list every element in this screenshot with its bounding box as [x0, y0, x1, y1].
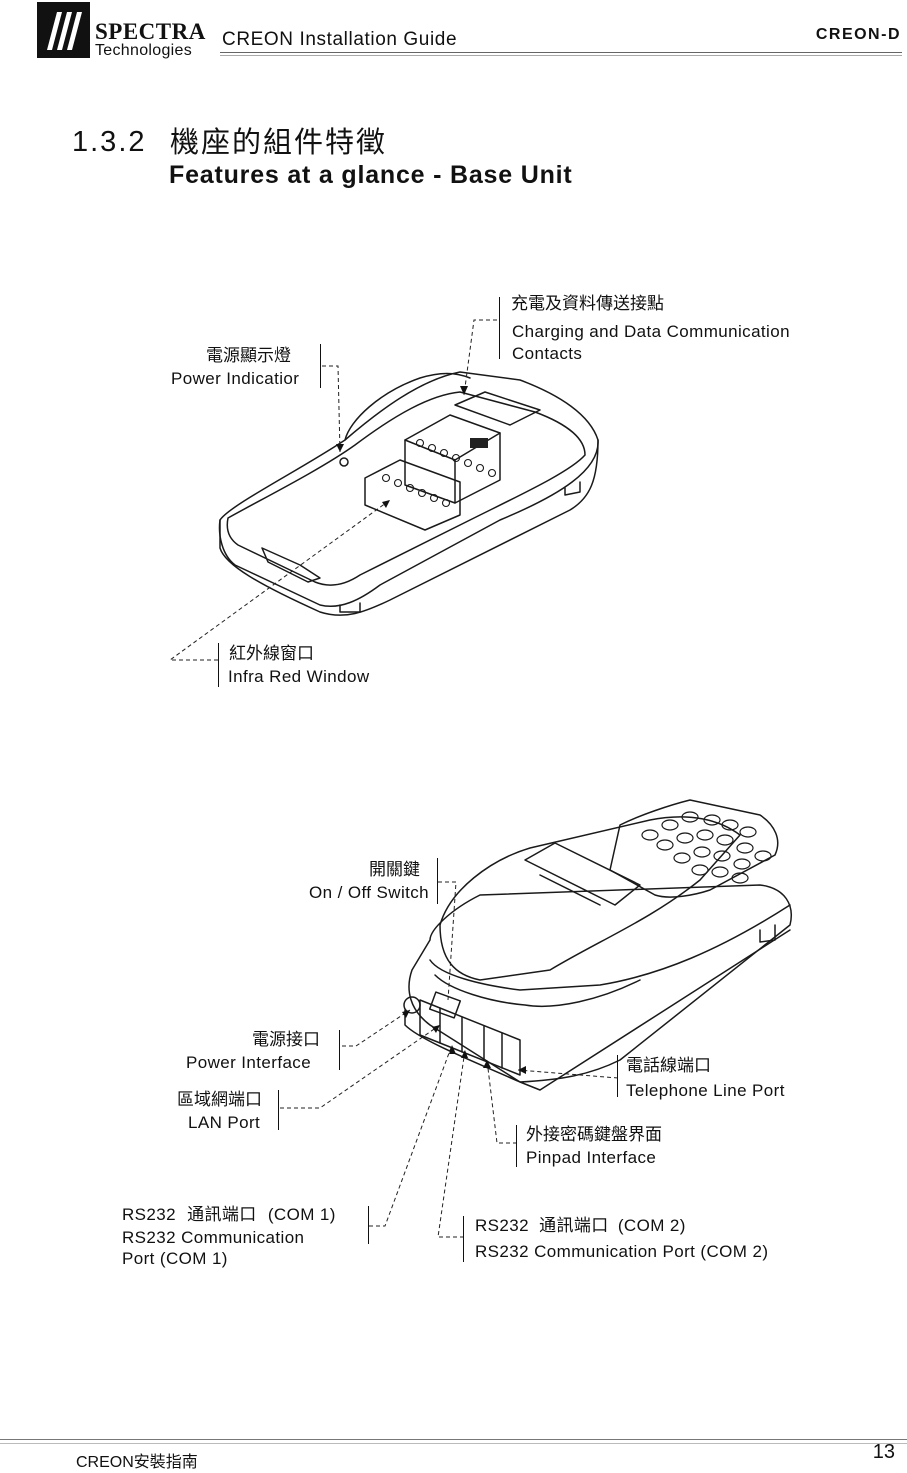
label-bar-telephone: [617, 1055, 618, 1097]
com1-prefix: RS232: [122, 1205, 176, 1224]
label-bar-ir: [218, 643, 219, 687]
page-number: 13: [872, 1441, 895, 1463]
power-interface-label-zh: 電源接口: [252, 1030, 320, 1050]
com1-label-zh-line: RS232 通訊端口 (COM 1): [122, 1206, 336, 1224]
section-number: 1.3.2: [72, 126, 147, 158]
label-bar-pinpad: [516, 1125, 517, 1167]
label-bar-power-interface: [339, 1030, 340, 1070]
leader-switch: [438, 881, 457, 1001]
com1-zh: 通訊端口: [187, 1205, 257, 1225]
lan-label-zh: 區域網端口: [177, 1090, 262, 1110]
contact-pins: [381, 438, 497, 508]
document-title: CREON Installation Guide: [222, 29, 458, 50]
section-title-zh: 機座的組件特徵: [170, 125, 388, 159]
com2-prefix: RS232: [475, 1216, 529, 1235]
label-bar-com2: [463, 1216, 464, 1262]
power-indicator-label-zh: 電源顯示燈: [206, 346, 291, 366]
com1-label-en-2: Port (COM 1): [122, 1249, 228, 1268]
footer-title: CREON安裝指南: [76, 1454, 198, 1471]
brand-subtitle: Technologies: [95, 42, 192, 59]
header-rule-2: [220, 55, 902, 56]
leader-com2: [437, 1049, 466, 1238]
pinpad-label-en: Pinpad Interface: [526, 1148, 657, 1167]
header-rule: [220, 52, 902, 53]
lan-label-en: LAN Port: [188, 1113, 261, 1132]
leader-power-interface: [342, 1009, 411, 1047]
leader-power-indicator: [322, 365, 341, 453]
com1-suffix: (COM 1): [267, 1205, 336, 1224]
leader-com1: [369, 1044, 453, 1227]
model-name: CREON-D: [815, 26, 901, 43]
label-bar-lan: [278, 1090, 279, 1130]
footer-rule: [0, 1439, 907, 1440]
com2-suffix: (COM 2): [617, 1216, 686, 1235]
telephone-label-en: Telephone Line Port: [626, 1081, 785, 1100]
label-bar-contacts: [499, 297, 500, 359]
leader-ir-window: [168, 499, 391, 661]
power-interface-label-en: Power Interface: [186, 1053, 312, 1072]
pinpad-label-zh: 外接密碼鍵盤界面: [526, 1125, 662, 1145]
footer-zh: 安裝指南: [133, 1452, 198, 1471]
contacts-label-en-2: Contacts: [512, 344, 583, 363]
ir-window-label-en: Infra Red Window: [228, 667, 370, 686]
footer-prefix: CREON: [76, 1454, 134, 1471]
com2-label-zh-line: RS232 通訊端口 (COM 2): [475, 1217, 686, 1235]
brand-name: SPECTRA: [95, 19, 206, 44]
terminal-illustration: [403, 799, 792, 1091]
label-bar-com1: [368, 1206, 369, 1244]
footer-rule-2: [0, 1443, 907, 1444]
keypad-keys: [641, 811, 772, 884]
com2-label-en: RS232 Communication Port (COM 2): [475, 1242, 769, 1261]
com1-label-en: RS232 Communication: [122, 1228, 305, 1247]
label-bar-power-indicator: [320, 344, 321, 388]
power-indicator-label-en: Power Indicatior: [171, 369, 300, 388]
mini-logo-icon: [470, 438, 488, 448]
switch-label-en: On / Off Switch: [309, 883, 430, 902]
contacts-label-zh: 充電及資料傳送接點: [511, 294, 664, 314]
contacts-label-en: Charging and Data Communication: [512, 322, 790, 341]
spectra-logo-icon: [37, 2, 90, 58]
label-bar-switch: [437, 858, 438, 904]
telephone-label-zh: 電話線端口: [626, 1056, 711, 1076]
com2-zh: 通訊端口: [539, 1216, 609, 1236]
switch-label-zh: 開關鍵: [369, 860, 420, 880]
leader-telephone: [517, 1069, 619, 1079]
section-title-en: Features at a glance - Base Unit: [169, 161, 573, 189]
leader-contacts: [463, 319, 497, 396]
charging-base-illustration: [218, 371, 599, 616]
ir-window-label-zh: 紅外線窗口: [229, 644, 314, 664]
